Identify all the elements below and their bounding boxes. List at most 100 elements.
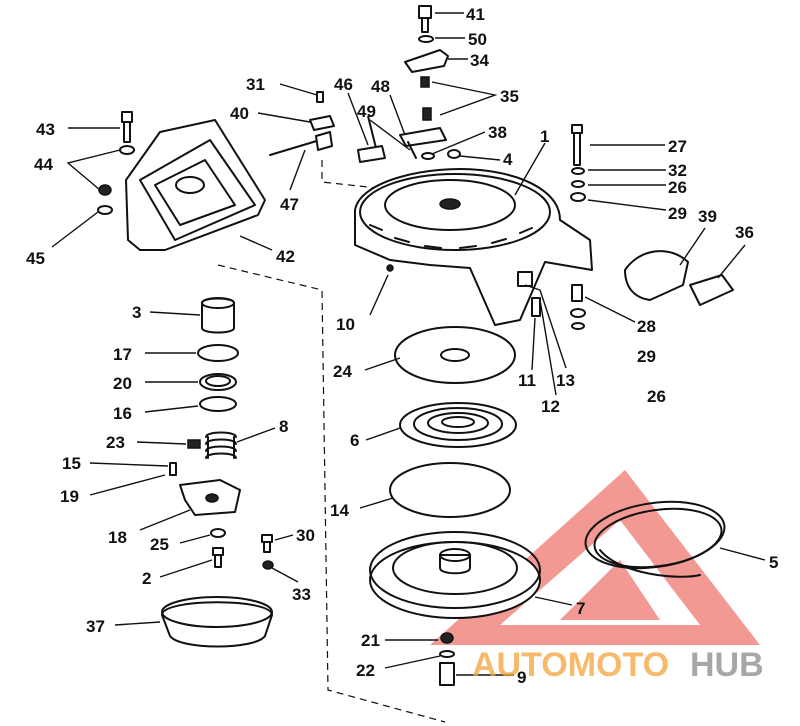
bushing-3-icon	[201, 297, 235, 334]
screw-30-icon	[261, 534, 273, 553]
callout-19: 19	[60, 487, 79, 506]
callout-23: 23	[106, 433, 125, 452]
cover-assembly	[97, 111, 266, 251]
callout-34: 34	[470, 51, 489, 70]
callout-41: 41	[466, 5, 485, 24]
left-stack	[161, 297, 274, 648]
leader-1	[514, 142, 546, 196]
leader-19	[89, 474, 166, 496]
right-hardware	[570, 124, 586, 202]
callout-32: 32	[668, 161, 687, 180]
cover-opening-icon	[139, 139, 256, 241]
callout-28: 28	[637, 317, 656, 336]
spring-coil-4-icon	[441, 416, 475, 428]
callout-21: 21	[361, 631, 380, 650]
leader-24	[364, 357, 401, 371]
leader-6	[365, 427, 401, 441]
callout-8: 8	[279, 417, 288, 436]
spring-coil-3-icon	[427, 412, 489, 434]
leader-30	[274, 534, 294, 541]
callout-37: 37	[86, 617, 105, 636]
callout-30: 30	[296, 526, 315, 545]
rope-loop-2-icon	[593, 507, 723, 569]
leader-35	[431, 81, 498, 116]
plate-24-icon	[394, 326, 516, 384]
nut-4-icon	[447, 149, 461, 159]
rewind-spring-6	[399, 402, 517, 448]
callout-35: 35	[500, 87, 519, 106]
housing-inner-icon	[384, 179, 516, 231]
nut-40-icon	[309, 115, 335, 131]
callout-14: 14	[330, 501, 349, 520]
watermark-text: AUTOMOTO HUB	[472, 646, 764, 684]
leader-14	[359, 497, 394, 509]
pulley-top-icon	[369, 531, 541, 609]
pulley-inner-icon	[392, 541, 518, 595]
plate-34-icon	[404, 49, 449, 73]
screw-2-icon	[212, 547, 224, 568]
callout-24: 24	[333, 362, 352, 381]
leader-31	[279, 83, 318, 96]
leader-16	[144, 405, 199, 413]
spring-8-icon	[205, 431, 237, 459]
spring-35a-icon	[420, 76, 430, 88]
callout-26: 26	[668, 178, 687, 197]
callout-33: 33	[292, 585, 311, 604]
leader-8	[236, 427, 276, 443]
leader-10	[369, 274, 389, 316]
cam-37-top-icon	[161, 596, 273, 628]
callout-2: 2	[142, 569, 151, 588]
leader-2	[159, 559, 213, 578]
leader-13	[524, 284, 567, 369]
bolt-41-icon	[418, 5, 432, 33]
callout-29: 29	[668, 204, 687, 223]
washer-32-icon	[571, 167, 585, 175]
callout-45: 45	[26, 249, 45, 268]
bolt-11-icon	[531, 297, 541, 317]
pulley-7	[369, 531, 541, 619]
housing-slots-icon	[369, 224, 533, 249]
callout-47: 47	[280, 195, 299, 214]
callout-9: 9	[517, 668, 526, 687]
leader-38	[431, 131, 486, 155]
bushing-3-top-icon	[201, 297, 235, 309]
leader-22	[384, 655, 441, 669]
spring-35b-icon	[422, 107, 432, 121]
callout-39: 39	[698, 207, 717, 226]
spring-coil-2-icon	[413, 407, 503, 441]
washer-22-icon	[439, 650, 455, 658]
leader-40	[257, 112, 311, 123]
leader-23	[136, 441, 187, 445]
leader-33	[271, 567, 299, 583]
callout-5: 5	[769, 553, 778, 572]
pin-15-icon	[169, 462, 177, 476]
callout-3: 3	[132, 303, 141, 322]
callout-13: 13	[556, 371, 575, 390]
leader-49	[369, 119, 411, 151]
callout-11: 11	[518, 371, 536, 390]
pin-9-icon	[439, 662, 455, 686]
leader-44	[66, 149, 121, 191]
callout-4: 4	[503, 150, 513, 169]
callout-46: 46	[334, 75, 353, 94]
bushing-29b-icon	[570, 308, 586, 318]
pin-23-icon	[187, 439, 201, 449]
pulley-outer-icon	[369, 541, 541, 619]
leader-12	[539, 299, 557, 396]
grommet-44b-icon	[98, 184, 112, 196]
pawl-hub-icon	[205, 493, 219, 503]
callout-labels: 41 50 34 35 31 46 48 40 49 38 1 27 4 32 …	[26, 5, 778, 687]
callout-38: 38	[488, 123, 507, 142]
grommet-44a-icon	[119, 145, 135, 155]
clip-47-icon	[315, 131, 333, 151]
leader-5	[719, 547, 766, 561]
spring-coil-1-icon	[399, 402, 517, 448]
callout-1: 1	[540, 127, 549, 146]
leader-25	[179, 534, 211, 544]
callout-16: 16	[113, 404, 132, 423]
callout-50: 50	[468, 30, 487, 49]
bushing-28-icon	[571, 284, 583, 302]
callout-42: 42	[276, 247, 295, 266]
